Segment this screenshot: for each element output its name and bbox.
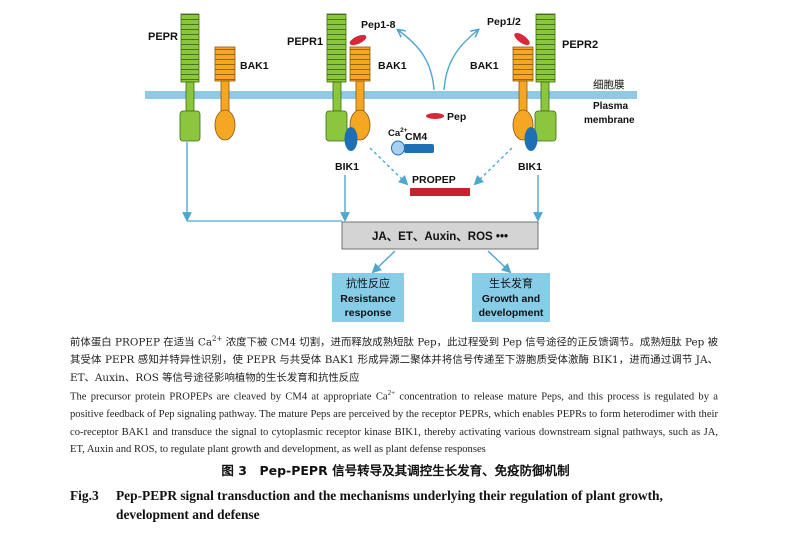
resistance-en-label-1: Resistance — [340, 293, 396, 305]
resistance-box — [332, 273, 404, 322]
pepr1-receptor — [325, 13, 348, 142]
figure-number-en: Fig.3 — [70, 488, 99, 503]
bik1-right-kinase — [524, 127, 538, 151]
growth-box — [472, 273, 550, 322]
signal-pathway-label: JA、ET、Auxin、ROS ••• — [372, 231, 508, 243]
pep1-8-peptide — [349, 34, 367, 46]
pep-pepr-diagram: PEPR BAK1 PEPR1 Pep1-8 BAK1 BIK1 Pep1/2 … — [145, 13, 637, 322]
signal-pathway-box — [341, 221, 539, 250]
bak1-left-label: BAK1 — [240, 60, 269, 72]
propep-label: PROPEP — [412, 174, 456, 186]
caption-cn: 前体蛋白 PROPEP 在适当 Ca2+ 浓度下被 CM4 切割，进而释放成熟短… — [70, 335, 718, 384]
growth-en-label-2: development — [479, 307, 544, 319]
bik1-left-kinase — [344, 127, 358, 151]
ca-ion — [391, 140, 405, 156]
bik1-left-label: BIK1 — [335, 161, 359, 173]
pepr2-receptor — [534, 13, 557, 142]
resistance-en-label-2: response — [345, 307, 392, 319]
growth-arrow — [487, 250, 512, 274]
caption-en: The precursor protein PROPEPs are cleave… — [70, 389, 719, 456]
figure-title-cn: 图 3 Pep-PEPR 信号转导及其调控生长发育、免疫防御机制 — [221, 463, 570, 478]
pep-label: Pep — [447, 111, 466, 123]
bik1-right-label: BIK1 — [518, 161, 542, 173]
figure-title-en-text: Pep-PEPR signal transduction and the mec… — [116, 488, 663, 522]
membrane-cn-label: 细胞膜 — [593, 78, 625, 91]
pep-peptide — [426, 113, 444, 119]
bak1-left-coreceptor — [214, 46, 236, 141]
resistance-arrow — [371, 250, 396, 274]
pep-release-arrow-right — [443, 30, 478, 91]
pepr2-label: PEPR2 — [562, 39, 598, 51]
pep1-2-peptide — [514, 32, 530, 46]
cm4-label: CM4 — [405, 131, 427, 143]
pepr-left-label: PEPR — [148, 31, 178, 43]
pepr1-label: PEPR1 — [287, 36, 323, 48]
resistance-cn-label: 抗性反应 — [346, 276, 390, 290]
ca-label: Ca2+ — [388, 127, 408, 139]
pep-release-arrow-left — [398, 30, 435, 91]
plasma-membrane — [145, 91, 637, 99]
membrane-en-label-2: membrane — [584, 115, 635, 126]
cm4-protein — [404, 144, 434, 153]
figure-title-en: Fig.3 Pep-PEPR signal transduction and t… — [70, 486, 720, 524]
pep1-2-label: Pep1/2 — [487, 16, 521, 28]
growth-en-label-1: Growth and — [482, 293, 540, 305]
membrane-en-label-1: Plasma — [593, 101, 628, 112]
pep1-8-label: Pep1-8 — [361, 19, 396, 31]
feedback-arrow-left — [369, 147, 409, 186]
pepr-left-receptor — [179, 13, 201, 142]
feedback-arrow-right — [473, 147, 513, 186]
bak1-right-label: BAK1 — [470, 60, 499, 72]
bak1-mid-label: BAK1 — [378, 60, 407, 72]
growth-cn-label: 生长发育 — [489, 276, 533, 290]
propep-protein — [410, 188, 470, 196]
